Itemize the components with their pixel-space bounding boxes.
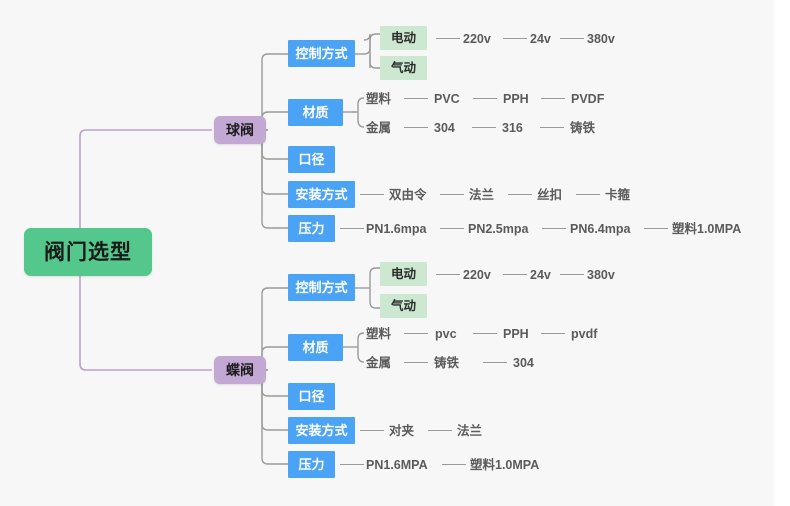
- topic-node-diameter[interactable]: 口径: [288, 383, 335, 410]
- connector-dash: [436, 38, 460, 39]
- connector-dash: [436, 274, 460, 275]
- leaf-text[interactable]: 24v: [530, 268, 551, 282]
- leaf-text[interactable]: 380v: [587, 268, 615, 282]
- group-text-plastic[interactable]: 塑料: [366, 92, 392, 106]
- connector-dash: [473, 98, 497, 99]
- connector-dash: [483, 362, 507, 363]
- leaf-text[interactable]: 卡箍: [605, 188, 631, 202]
- group-text-plastic[interactable]: 塑料: [366, 327, 392, 341]
- branch-node-butterfly-valve[interactable]: 蝶阀: [214, 356, 266, 384]
- group-text-metal[interactable]: 金属: [366, 356, 392, 370]
- subnode-pneumatic[interactable]: 气动: [380, 294, 427, 318]
- connector-dash: [576, 194, 600, 195]
- leaf-text[interactable]: PN6.4mpa: [570, 222, 631, 236]
- leaf-text[interactable]: PN1.6MPA: [366, 458, 428, 472]
- connector-dash: [541, 98, 565, 99]
- topic-node-control-mode[interactable]: 控制方式: [288, 40, 355, 67]
- connector-dash: [360, 430, 384, 431]
- connector-dash: [472, 127, 496, 128]
- connector-dash: [340, 228, 364, 229]
- leaf-text[interactable]: 铸铁: [434, 356, 460, 370]
- leaf-text[interactable]: 法兰: [457, 424, 483, 438]
- connector-dash: [440, 194, 464, 195]
- leaf-text[interactable]: 对夹: [389, 424, 415, 438]
- connector-dash: [360, 194, 384, 195]
- topic-node-installation[interactable]: 安装方式: [288, 181, 355, 208]
- leaf-text[interactable]: PN1.6mpa: [366, 222, 427, 236]
- leaf-text[interactable]: 304: [434, 121, 455, 135]
- branch-node-ball-valve[interactable]: 球阀: [214, 116, 266, 144]
- leaf-text[interactable]: 220v: [463, 268, 491, 282]
- topic-node-pressure[interactable]: 压力: [288, 451, 335, 478]
- canvas-right-margin: [774, 0, 782, 506]
- leaf-text[interactable]: 380v: [587, 32, 615, 46]
- connector-dash: [503, 38, 527, 39]
- leaf-text[interactable]: PVC: [434, 92, 460, 106]
- leaf-text[interactable]: 304: [513, 356, 534, 370]
- leaf-text[interactable]: 丝扣: [537, 188, 563, 202]
- subnode-electric[interactable]: 电动: [380, 26, 427, 50]
- leaf-text[interactable]: PPH: [503, 92, 529, 106]
- connector-dash: [442, 464, 466, 465]
- leaf-text[interactable]: pvc: [435, 327, 457, 341]
- leaf-text[interactable]: PVDF: [571, 92, 605, 106]
- connector-dash: [404, 98, 428, 99]
- leaf-text[interactable]: 塑料1.0MPA: [470, 458, 540, 472]
- leaf-text[interactable]: PPH: [503, 327, 529, 341]
- connector-dash: [541, 333, 565, 334]
- connector-dash: [503, 274, 527, 275]
- connector-dash: [340, 464, 364, 465]
- leaf-text[interactable]: PN2.5mpa: [468, 222, 529, 236]
- leaf-text[interactable]: 316: [502, 121, 523, 135]
- leaf-text[interactable]: 24v: [530, 32, 551, 46]
- connector-dash: [428, 430, 452, 431]
- leaf-text[interactable]: 塑料1.0MPA: [672, 222, 742, 236]
- connector-dash: [540, 127, 564, 128]
- leaf-text[interactable]: pvdf: [571, 327, 598, 341]
- topic-node-material[interactable]: 材质: [288, 334, 343, 361]
- subnode-pneumatic[interactable]: 气动: [380, 56, 427, 80]
- connector-dash: [644, 228, 668, 229]
- topic-node-diameter[interactable]: 口径: [288, 146, 335, 173]
- topic-node-installation[interactable]: 安装方式: [288, 417, 355, 444]
- topic-node-control-mode[interactable]: 控制方式: [288, 274, 355, 301]
- topic-node-pressure[interactable]: 压力: [288, 215, 335, 242]
- connector-dash: [404, 362, 428, 363]
- connector-dash: [440, 228, 464, 229]
- subnode-electric[interactable]: 电动: [380, 262, 427, 286]
- leaf-text[interactable]: 双由令: [389, 188, 427, 202]
- topic-node-material[interactable]: 材质: [288, 99, 343, 126]
- connector-dash: [560, 38, 584, 39]
- connector-dash: [473, 333, 497, 334]
- connector-dash: [560, 274, 584, 275]
- connector-dash: [542, 228, 566, 229]
- leaf-text[interactable]: 法兰: [469, 188, 495, 202]
- leaf-text[interactable]: 铸铁: [570, 121, 596, 135]
- connector-dash: [404, 333, 428, 334]
- leaf-text[interactable]: 220v: [463, 32, 491, 46]
- root-node[interactable]: 阀门选型: [24, 228, 152, 276]
- connector-dash: [404, 127, 428, 128]
- connector-dash: [508, 194, 532, 195]
- group-text-metal[interactable]: 金属: [366, 121, 392, 135]
